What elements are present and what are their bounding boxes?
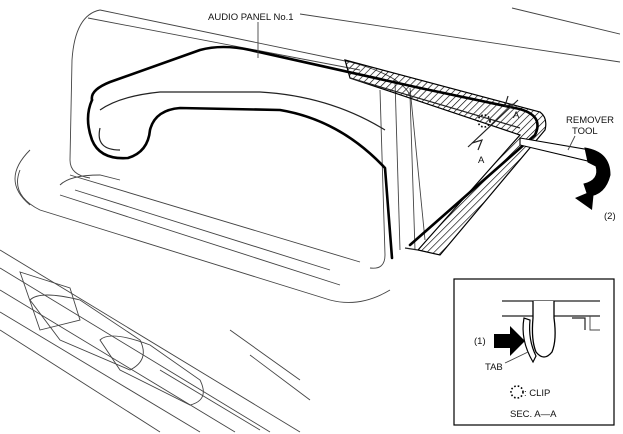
leader-lines bbox=[257, 22, 576, 151]
section-line-a bbox=[467, 95, 519, 151]
clip-icon bbox=[477, 114, 491, 128]
section-caption: SEC. A—A bbox=[510, 409, 557, 420]
step-1-label: (1) bbox=[474, 336, 486, 347]
section-a-left-label: A bbox=[478, 155, 485, 166]
clip-legend-label: : CLIP bbox=[524, 388, 550, 399]
tab-label: TAB bbox=[485, 362, 503, 373]
audio-panel-outline bbox=[86, 45, 422, 260]
clip-legend-icon bbox=[510, 385, 524, 399]
remover-tool bbox=[519, 137, 611, 210]
section-a-right-label: A bbox=[513, 110, 520, 121]
remover-tool-label-line2: TOOL bbox=[572, 126, 598, 137]
push-arrow-icon bbox=[494, 326, 525, 356]
rotate-arrow-icon bbox=[575, 190, 594, 210]
section-detail-inset bbox=[453, 278, 615, 426]
step-2-label: (2) bbox=[604, 211, 616, 222]
remover-tool-label-line1: REMOVER bbox=[566, 115, 614, 126]
audio-panel-label: AUDIO PANEL No.1 bbox=[208, 12, 294, 23]
hatched-section bbox=[344, 59, 547, 256]
air-vent-slats bbox=[0, 249, 311, 433]
